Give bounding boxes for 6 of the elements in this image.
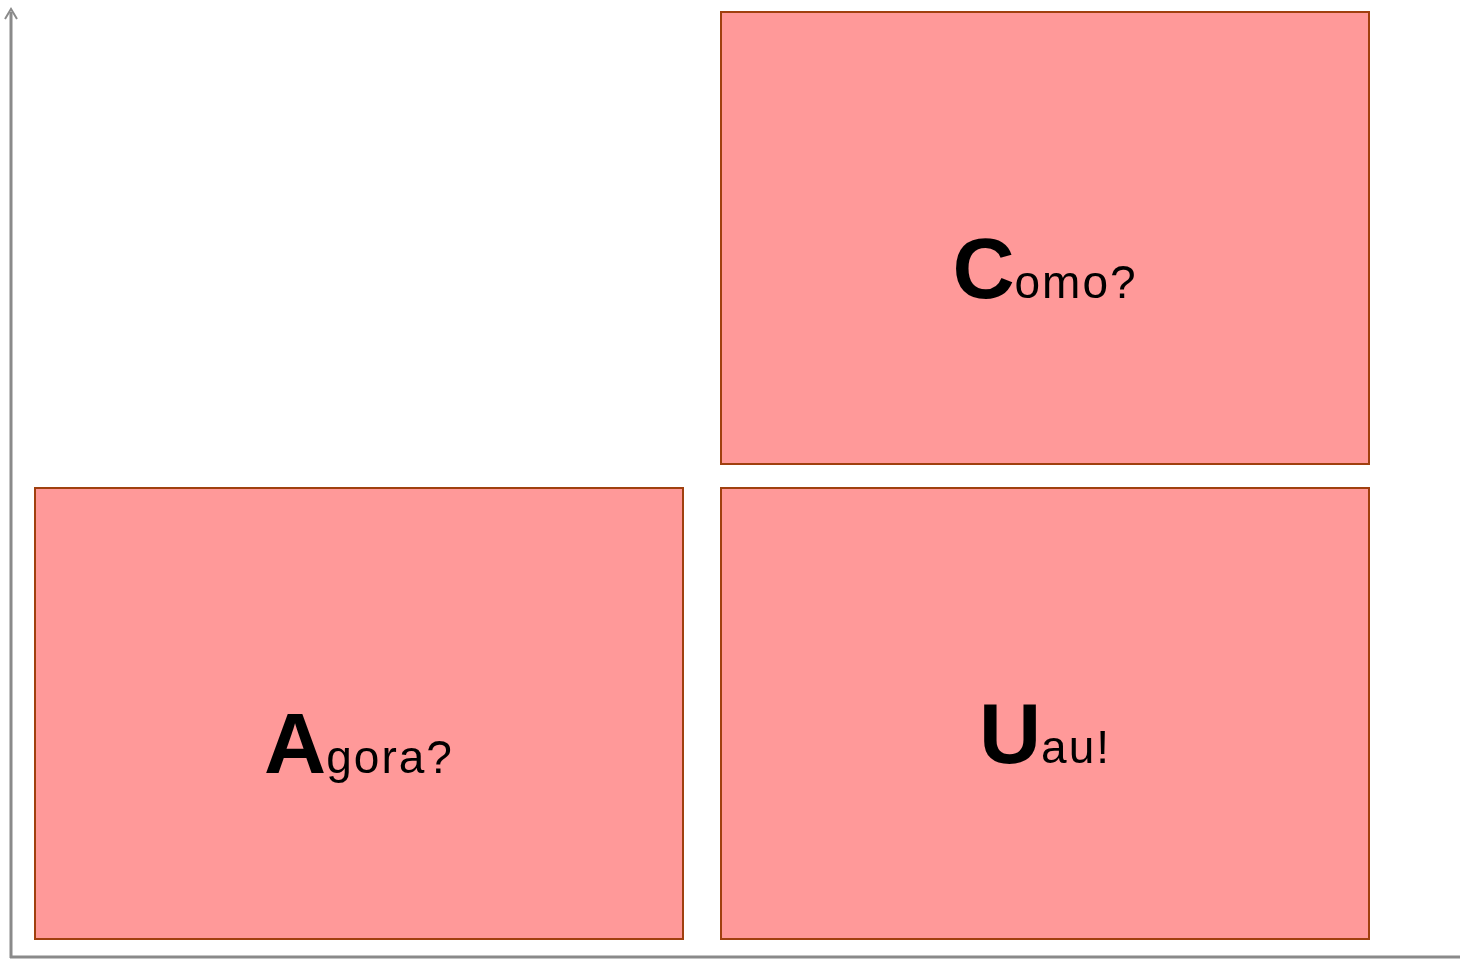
- quadrant-label: Como?: [952, 218, 1138, 318]
- quadrant-label: Uau!: [978, 684, 1112, 783]
- quadrant-box: [34, 487, 684, 940]
- quadrant-label: Agora?: [264, 694, 454, 793]
- quadrant-box: [720, 487, 1370, 940]
- quadrant-box: [720, 11, 1370, 465]
